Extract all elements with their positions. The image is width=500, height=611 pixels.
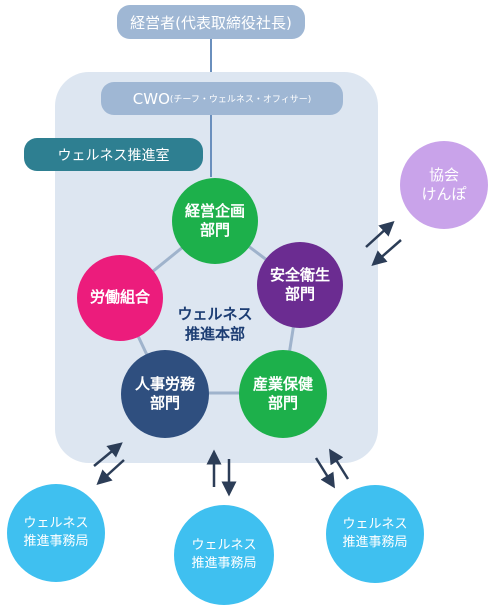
kyokai-kenpo-line1: 協会 (428, 165, 459, 184)
dept-human-resources: 人事労務 部門 (121, 350, 209, 438)
dept-human-resources-line2: 部門 (149, 394, 180, 412)
bureau-circle-left: ウェルネス 推進事務局 (7, 484, 105, 582)
center-label-line1: ウェルネス (177, 305, 253, 323)
bureau-circle-center: ウェルネス 推進事務局 (174, 505, 274, 605)
dept-labor-union-line1: 労働組合 (89, 288, 150, 307)
dept-safety-health: 安全衛生 部門 (257, 242, 343, 328)
center-label-line2: 推進本部 (184, 324, 245, 343)
bureau-center-line1: ウェルネス (191, 537, 257, 553)
bureau-right-line2: 推進事務局 (342, 535, 408, 550)
cwo-box: CWO (チーフ・ウェルネス・オフィサー) (101, 82, 343, 115)
bureau-left-line1: ウェルネス (23, 515, 89, 531)
center-label: ウェルネス 推進本部 (160, 305, 270, 344)
dept-human-resources-line1: 人事労務 (134, 374, 195, 393)
dept-safety-health-line1: 安全衛生 (269, 265, 330, 284)
ceo-box: 経営者(代表取締役社長) (117, 5, 305, 39)
arrow-right-down (314, 457, 335, 489)
cwo-label: CWO (132, 89, 170, 108)
arrow-left-down (96, 459, 125, 486)
bureau-center-line2: 推進事務局 (191, 556, 257, 571)
dept-labor-union: 労働組合 (77, 255, 163, 341)
arrow-right-up (329, 448, 350, 480)
dept-management-planning-line1: 経営企画 (184, 201, 245, 220)
kyokai-kenpo-circle: 協会 けんぽ (400, 141, 488, 229)
cwo-sub-label: (チーフ・ウェルネス・オフィサー) (169, 95, 312, 105)
wellness-office-label: ウェルネス推進室 (57, 147, 170, 164)
arrow-to-kenpo (365, 220, 395, 248)
bureau-circle-right: ウェルネス 推進事務局 (326, 485, 424, 583)
dept-occupational-health-line1: 産業保健 (252, 374, 313, 393)
arrow-from-kenpo (371, 239, 402, 266)
kyokai-kenpo-line2: けんぽ (421, 185, 467, 203)
dept-occupational-health-line2: 部門 (267, 394, 298, 412)
dept-management-planning-line2: 部門 (199, 221, 230, 239)
bureau-right-line1: ウェルネス (342, 516, 408, 532)
bureau-left-line2: 推進事務局 (23, 534, 89, 549)
ceo-label: 経営者(代表取締役社長) (130, 13, 292, 32)
ceo-connector (210, 39, 212, 87)
dept-safety-health-line2: 部門 (284, 285, 315, 303)
cwo-connector (210, 115, 212, 177)
arrow-left-up (93, 442, 123, 467)
dept-occupational-health: 産業保健 部門 (239, 350, 327, 438)
wellness-office-box: ウェルネス推進室 (24, 138, 203, 171)
dept-management-planning: 経営企画 部門 (172, 178, 258, 264)
